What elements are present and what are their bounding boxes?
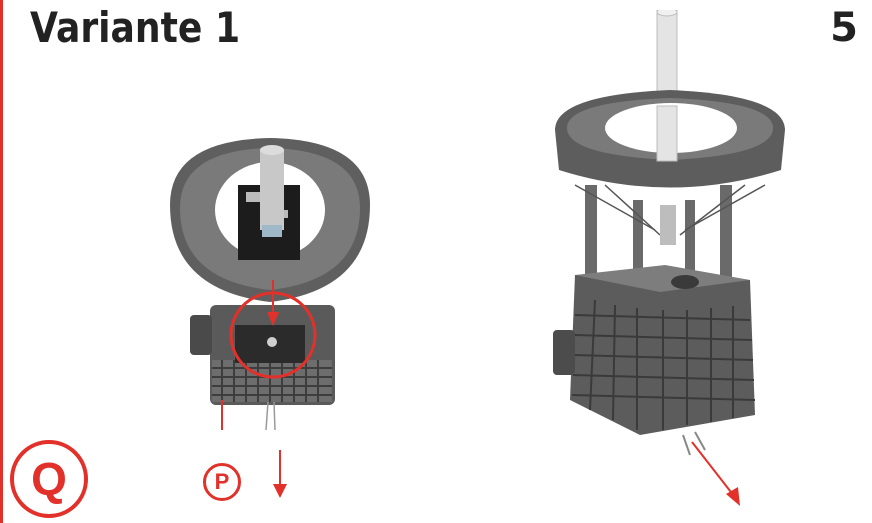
burner-ring-right (555, 90, 785, 188)
arrow-down-icon (267, 280, 279, 326)
callout-q-badge: Q (10, 440, 88, 518)
callout-p-badge: P (203, 463, 241, 501)
page-left-rule (0, 0, 3, 523)
page-number: 5 (830, 5, 858, 51)
arrow-down-left-icon (273, 450, 287, 498)
page-title: Variante 1 (30, 3, 241, 52)
arrow-diagonal-right-icon (691, 441, 740, 506)
figure-right (553, 10, 785, 456)
basket-right (553, 265, 756, 456)
figure-left (170, 138, 370, 430)
burner-ring-left (170, 138, 370, 302)
basket-left (190, 305, 335, 430)
